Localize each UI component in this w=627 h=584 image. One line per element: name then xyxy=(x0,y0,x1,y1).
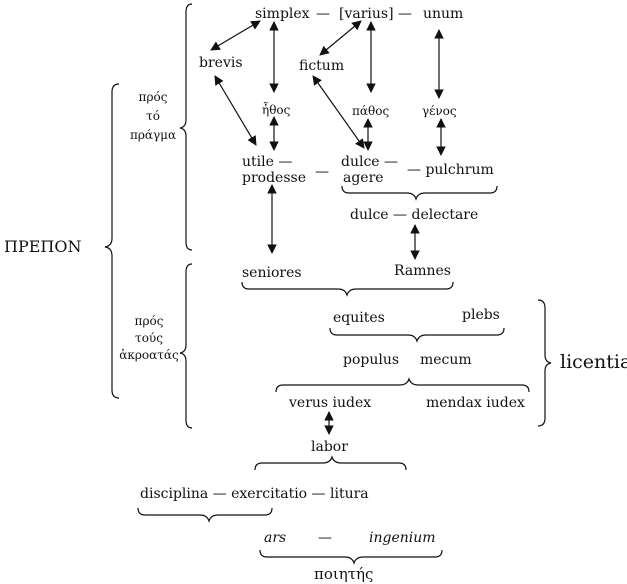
node-unum: unum xyxy=(423,6,464,22)
underbrace-ars xyxy=(259,549,443,565)
pros-pragma-line-2: τό xyxy=(146,109,160,123)
underbrace-dulce xyxy=(341,185,498,201)
arrow-fictum-dulce xyxy=(312,75,365,149)
licentia-label: licentia xyxy=(560,351,627,373)
pros-akroatas-line-3: ἀκροατάς xyxy=(119,348,179,362)
node-genos: γένος xyxy=(422,104,457,118)
dash-prodesse-dulce: — xyxy=(315,164,329,180)
node-labor: labor xyxy=(311,439,348,455)
node-pulchrum: — pulchrum xyxy=(407,162,494,178)
underbrace-equites xyxy=(329,327,505,343)
node-pathos: πάθος xyxy=(352,104,390,118)
node-utile: utile — xyxy=(242,154,293,170)
node-poietes: ποιητής xyxy=(314,565,374,583)
overbrace-labor xyxy=(254,455,407,471)
node-prodesse: prodesse xyxy=(242,170,306,186)
node-ars: ars xyxy=(264,530,287,546)
underbrace-seniores xyxy=(241,281,454,297)
node-agere: agere xyxy=(343,170,384,186)
node-dulce: dulce — xyxy=(341,154,399,170)
arrow-simplex-brevis xyxy=(210,20,261,51)
prepon-label: ΠΡΕΠΟΝ xyxy=(4,237,82,256)
dash-simplex-varius: — xyxy=(316,6,330,22)
licentia-brace xyxy=(537,299,552,427)
node-simplex: simplex xyxy=(255,6,310,22)
node-equites: equites xyxy=(333,310,385,326)
node-fictum: fictum xyxy=(299,58,345,74)
node-populus: populus xyxy=(343,352,400,368)
node-plebs: plebs xyxy=(462,307,500,323)
node-disciplina-row: disciplina — exercitatio — litura xyxy=(140,486,369,502)
arrow-brevis-utile xyxy=(214,75,257,146)
node-brevis: brevis xyxy=(199,55,243,71)
node-ramnes: Ramnes xyxy=(394,263,451,279)
node-ingenium: ingenium xyxy=(369,530,436,546)
arrow-varius-fictum xyxy=(319,20,362,56)
pros-pragma-line-3: πράγμα xyxy=(129,128,177,142)
node-mendax-iudex: mendax iudex xyxy=(426,395,525,411)
node-ethos: ἦθος xyxy=(262,103,291,117)
pros-akroatas-line-2: τούς xyxy=(135,331,163,345)
dash-varius-unum: — xyxy=(398,6,412,22)
overbrace-iudex xyxy=(275,377,530,393)
pragma-brace xyxy=(179,3,193,251)
node-seniores: seniores xyxy=(242,265,302,281)
pros-pragma-line-1: πρός xyxy=(138,90,168,104)
node-verus-iudex: verus iudex xyxy=(289,395,372,411)
underbrace-disciplina xyxy=(137,507,273,523)
prepon-brace xyxy=(104,83,120,399)
node-dulce-delectare: dulce — delectare xyxy=(350,207,479,223)
node-mecum: mecum xyxy=(420,352,472,368)
pros-akroatas-line-1: πρός xyxy=(134,314,164,328)
dash-ars-ingenium: — xyxy=(318,530,332,546)
node-varius: [varius] xyxy=(339,6,394,22)
akroatas-brace xyxy=(179,263,193,429)
